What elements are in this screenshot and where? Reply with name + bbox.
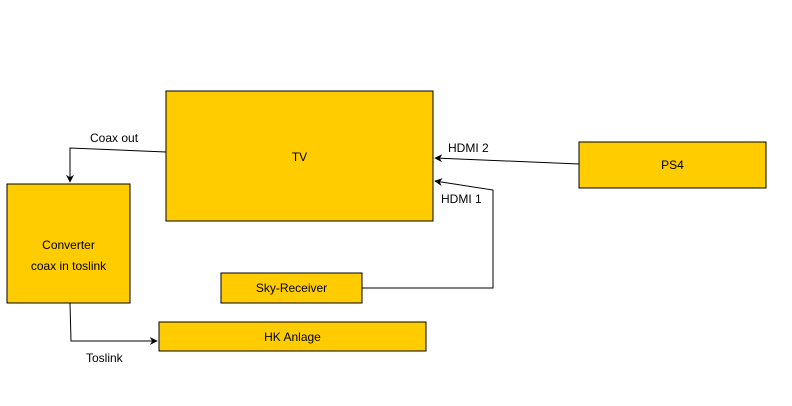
node-sky-receiver[interactable]: Sky-Receiver [220, 272, 363, 304]
edge-label-toslink: Toslink [86, 351, 124, 365]
edge-label-hdmi-2: HDMI 2 [448, 141, 489, 155]
node-tv-box [165, 90, 434, 222]
edge-hdmi-2 [434, 154, 580, 165]
node-ps4[interactable]: PS4 [578, 141, 767, 189]
node-converter[interactable]: Converter coax in toslink [6, 183, 131, 304]
node-hk-anlage-box [158, 321, 427, 352]
node-tv[interactable]: TV [165, 90, 434, 222]
node-hk-anlage-label: HK Anlage [264, 330, 321, 344]
node-tv-label: TV [292, 150, 307, 164]
node-converter-label-line2: coax in toslink [31, 259, 107, 273]
edge-hdmi-1 [362, 178, 494, 289]
edge-coax-out [66, 147, 167, 183]
node-ps4-label: PS4 [661, 158, 684, 172]
edges: Coax out HDMI 2 HDMI 1 Toslink [66, 131, 580, 365]
node-hk-anlage[interactable]: HK Anlage [158, 321, 427, 352]
node-sky-receiver-label: Sky-Receiver [256, 281, 327, 295]
edge-label-coax-out: Coax out [90, 131, 139, 145]
node-converter-label-line1: Converter [42, 238, 95, 252]
node-converter-box [6, 183, 131, 304]
edge-label-hdmi-1: HDMI 1 [441, 192, 482, 206]
edge-toslink [69, 302, 158, 345]
node-ps4-box [578, 141, 767, 189]
node-sky-receiver-box [220, 272, 363, 304]
